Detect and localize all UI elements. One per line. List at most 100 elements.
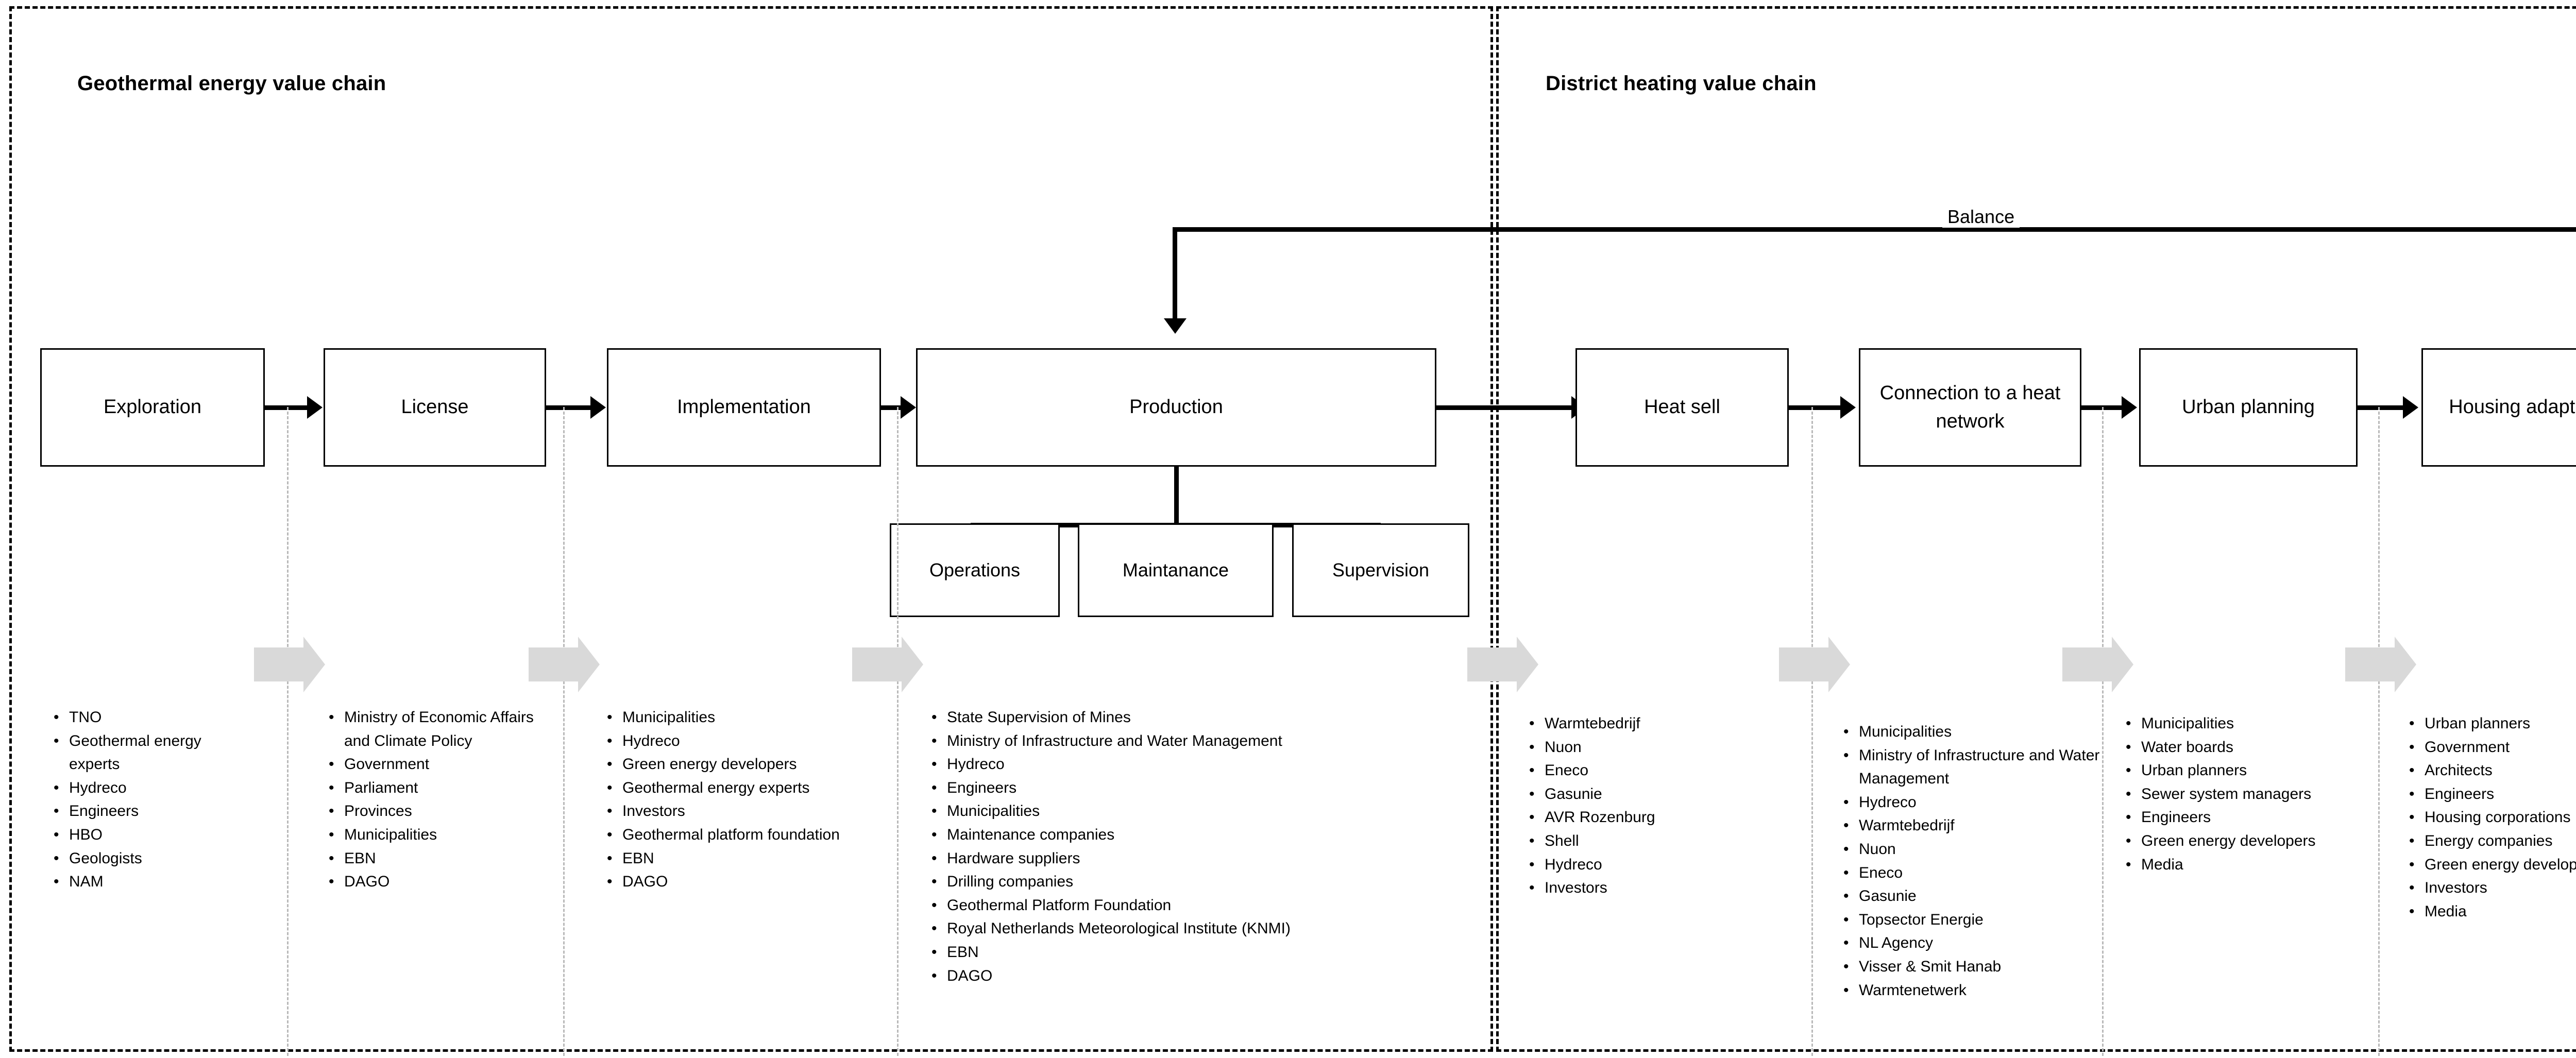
block-arrow-1 — [254, 637, 325, 692]
stakeholder-item: Hydreco — [607, 729, 902, 753]
stakeholder-item: Investors — [2409, 876, 2576, 900]
stakeholder-item: Media — [2409, 900, 2576, 924]
stakeholder-item: DAGO — [931, 964, 1473, 988]
connector-production-heat-sell — [1436, 405, 1571, 410]
sub-label-maintanance: Maintanance — [1122, 559, 1229, 581]
stakeholder-item: Architects — [2409, 759, 2576, 782]
stakeholder-item: Eneco — [1529, 759, 1762, 782]
stakeholder-item: Maintenance companies — [931, 823, 1473, 847]
stakeholder-item: Hydreco — [931, 753, 1473, 776]
stakeholder-list-heat-sell: WarmtebedrijfNuonEnecoGasunieAVR Rozenbu… — [1525, 712, 1762, 900]
stage-label-exploration: Exploration — [103, 396, 202, 418]
column-separator-1 — [287, 407, 289, 1056]
stakeholder-item: Ministry of Infrastructure and Water Man… — [1843, 744, 2107, 791]
stakeholder-items-housing-adaptation: Urban plannersGovernmentArchitectsEngine… — [2405, 712, 2576, 923]
stakeholder-list-exploration: TNOGeothermal energy expertsHydrecoEngin… — [49, 706, 256, 894]
stakeholder-item: Municipalities — [1843, 720, 2107, 744]
stage-box-connection-heat-network[interactable]: Connection to a heat network — [1859, 348, 2081, 467]
stakeholder-item: NAM — [54, 870, 256, 894]
stakeholder-item: Warmtebedrijf — [1529, 712, 1762, 736]
stakeholder-item: Engineers — [931, 776, 1473, 800]
sub-box-maintanance[interactable]: Maintanance — [1078, 523, 1274, 617]
arrowhead-urban-planning-housing — [2403, 396, 2418, 419]
block-arrow-6 — [2062, 637, 2133, 692]
stakeholder-item: Urban planners — [2409, 712, 2576, 736]
block-arrow-5 — [1779, 637, 1850, 692]
stakeholder-item: Provinces — [329, 799, 536, 823]
stakeholder-list-housing-adaptation: Urban plannersGovernmentArchitectsEngine… — [2405, 712, 2576, 923]
stakeholder-item: Hydreco — [54, 776, 256, 800]
block-arrow-2 — [529, 637, 600, 692]
connector-license-implementation — [546, 405, 590, 410]
stakeholder-items-connection: MunicipalitiesMinistry of Infrastructure… — [1839, 720, 2107, 1002]
stakeholder-item: Royal Netherlands Meteorological Institu… — [931, 917, 1473, 941]
stage-box-license[interactable]: License — [324, 348, 546, 467]
stage-label-housing-adaptation: Housing adaptation — [2449, 396, 2576, 418]
stakeholder-item: Drilling companies — [931, 870, 1473, 894]
stakeholder-item: Hardware suppliers — [931, 847, 1473, 871]
stage-box-urban-planning[interactable]: Urban planning — [2139, 348, 2358, 467]
stage-box-heat-sell[interactable]: Heat sell — [1575, 348, 1789, 467]
stakeholder-items-production: State Supervision of MinesMinistry of In… — [927, 706, 1473, 987]
stage-label-production: Production — [1129, 396, 1223, 418]
stakeholder-item: Topsector Energie — [1843, 908, 2107, 932]
sub-box-supervision[interactable]: Supervision — [1292, 523, 1469, 617]
block-arrow-7 — [2345, 637, 2416, 692]
stakeholder-item: Housing corporations — [2409, 806, 2576, 829]
stakeholder-item: Warmtenetwerk — [1843, 979, 2107, 1002]
stakeholder-item: AVR Rozenburg — [1529, 806, 1762, 829]
stakeholder-item: Engineers — [54, 799, 256, 823]
geothermal-value-chain-panel — [9, 6, 1493, 1052]
stakeholder-list-production: State Supervision of MinesMinistry of In… — [927, 706, 1473, 987]
stakeholder-item: Engineers — [2126, 806, 2389, 829]
balance-label: Balance — [1942, 206, 2020, 228]
stakeholder-item: Hydreco — [1843, 791, 2107, 814]
balance-vertical-left — [1173, 227, 1177, 320]
stage-label-license: License — [401, 396, 469, 418]
column-separator-2 — [563, 407, 565, 1056]
stakeholder-item: Eneco — [1843, 861, 2107, 885]
district-heating-value-chain-panel — [1496, 6, 2576, 1052]
stage-label-urban-planning: Urban planning — [2182, 396, 2315, 418]
stage-label-implementation: Implementation — [677, 396, 811, 418]
stakeholder-item: Gasunie — [1843, 884, 2107, 908]
stakeholder-list-implementation: MunicipalitiesHydrecoGreen energy develo… — [603, 706, 902, 894]
arrowhead-license-implementation — [590, 396, 606, 419]
stakeholder-item: Media — [2126, 853, 2389, 877]
stakeholder-item: Investors — [1529, 876, 1762, 900]
sub-label-operations: Operations — [929, 559, 1021, 581]
stakeholder-item: Warmtebedrijf — [1843, 814, 2107, 838]
stakeholder-item: Shell — [1529, 829, 1762, 853]
stakeholder-item: Geologists — [54, 847, 256, 871]
production-subtree-stem — [1174, 467, 1179, 525]
stage-box-implementation[interactable]: Implementation — [607, 348, 881, 467]
stakeholder-list-connection: MunicipalitiesMinistry of Infrastructure… — [1839, 720, 2107, 1002]
arrowhead-implementation-production — [901, 396, 916, 419]
stakeholder-item: NL Agency — [1843, 931, 2107, 955]
balance-horizontal — [1173, 227, 2576, 232]
stakeholder-item: Geothermal Platform Foundation — [931, 894, 1473, 917]
connector-urban-planning-housing — [2358, 405, 2403, 410]
stakeholder-item: Government — [2409, 736, 2576, 759]
column-separator-4 — [1811, 407, 1813, 1056]
stakeholder-item: EBN — [931, 941, 1473, 964]
stakeholder-item: Municipalities — [931, 799, 1473, 823]
stage-box-exploration[interactable]: Exploration — [40, 348, 265, 467]
connector-exploration-license — [265, 405, 307, 410]
stage-box-production[interactable]: Production — [916, 348, 1436, 467]
stakeholder-item: DAGO — [329, 870, 536, 894]
stage-box-housing-adaptation[interactable]: Housing adaptation — [2421, 348, 2576, 467]
stakeholder-item: Ministry of Infrastructure and Water Man… — [931, 729, 1473, 753]
stakeholder-item: Geothermal energy experts — [607, 776, 902, 800]
stakeholder-item: Municipalities — [2126, 712, 2389, 736]
sub-box-operations[interactable]: Operations — [890, 523, 1060, 617]
arrowhead-exploration-license — [307, 396, 323, 419]
stage-label-connection-heat-network: Connection to a heat network — [1879, 382, 2061, 432]
stakeholder-item: Municipalities — [607, 706, 902, 729]
stakeholder-item: Engineers — [2409, 782, 2576, 806]
block-arrow-3 — [852, 637, 923, 692]
connector-heat-sell-connection — [1789, 405, 1840, 410]
stakeholder-item: Sewer system managers — [2126, 782, 2389, 806]
stakeholder-item: EBN — [329, 847, 536, 871]
stakeholder-item: Nuon — [1843, 838, 2107, 861]
